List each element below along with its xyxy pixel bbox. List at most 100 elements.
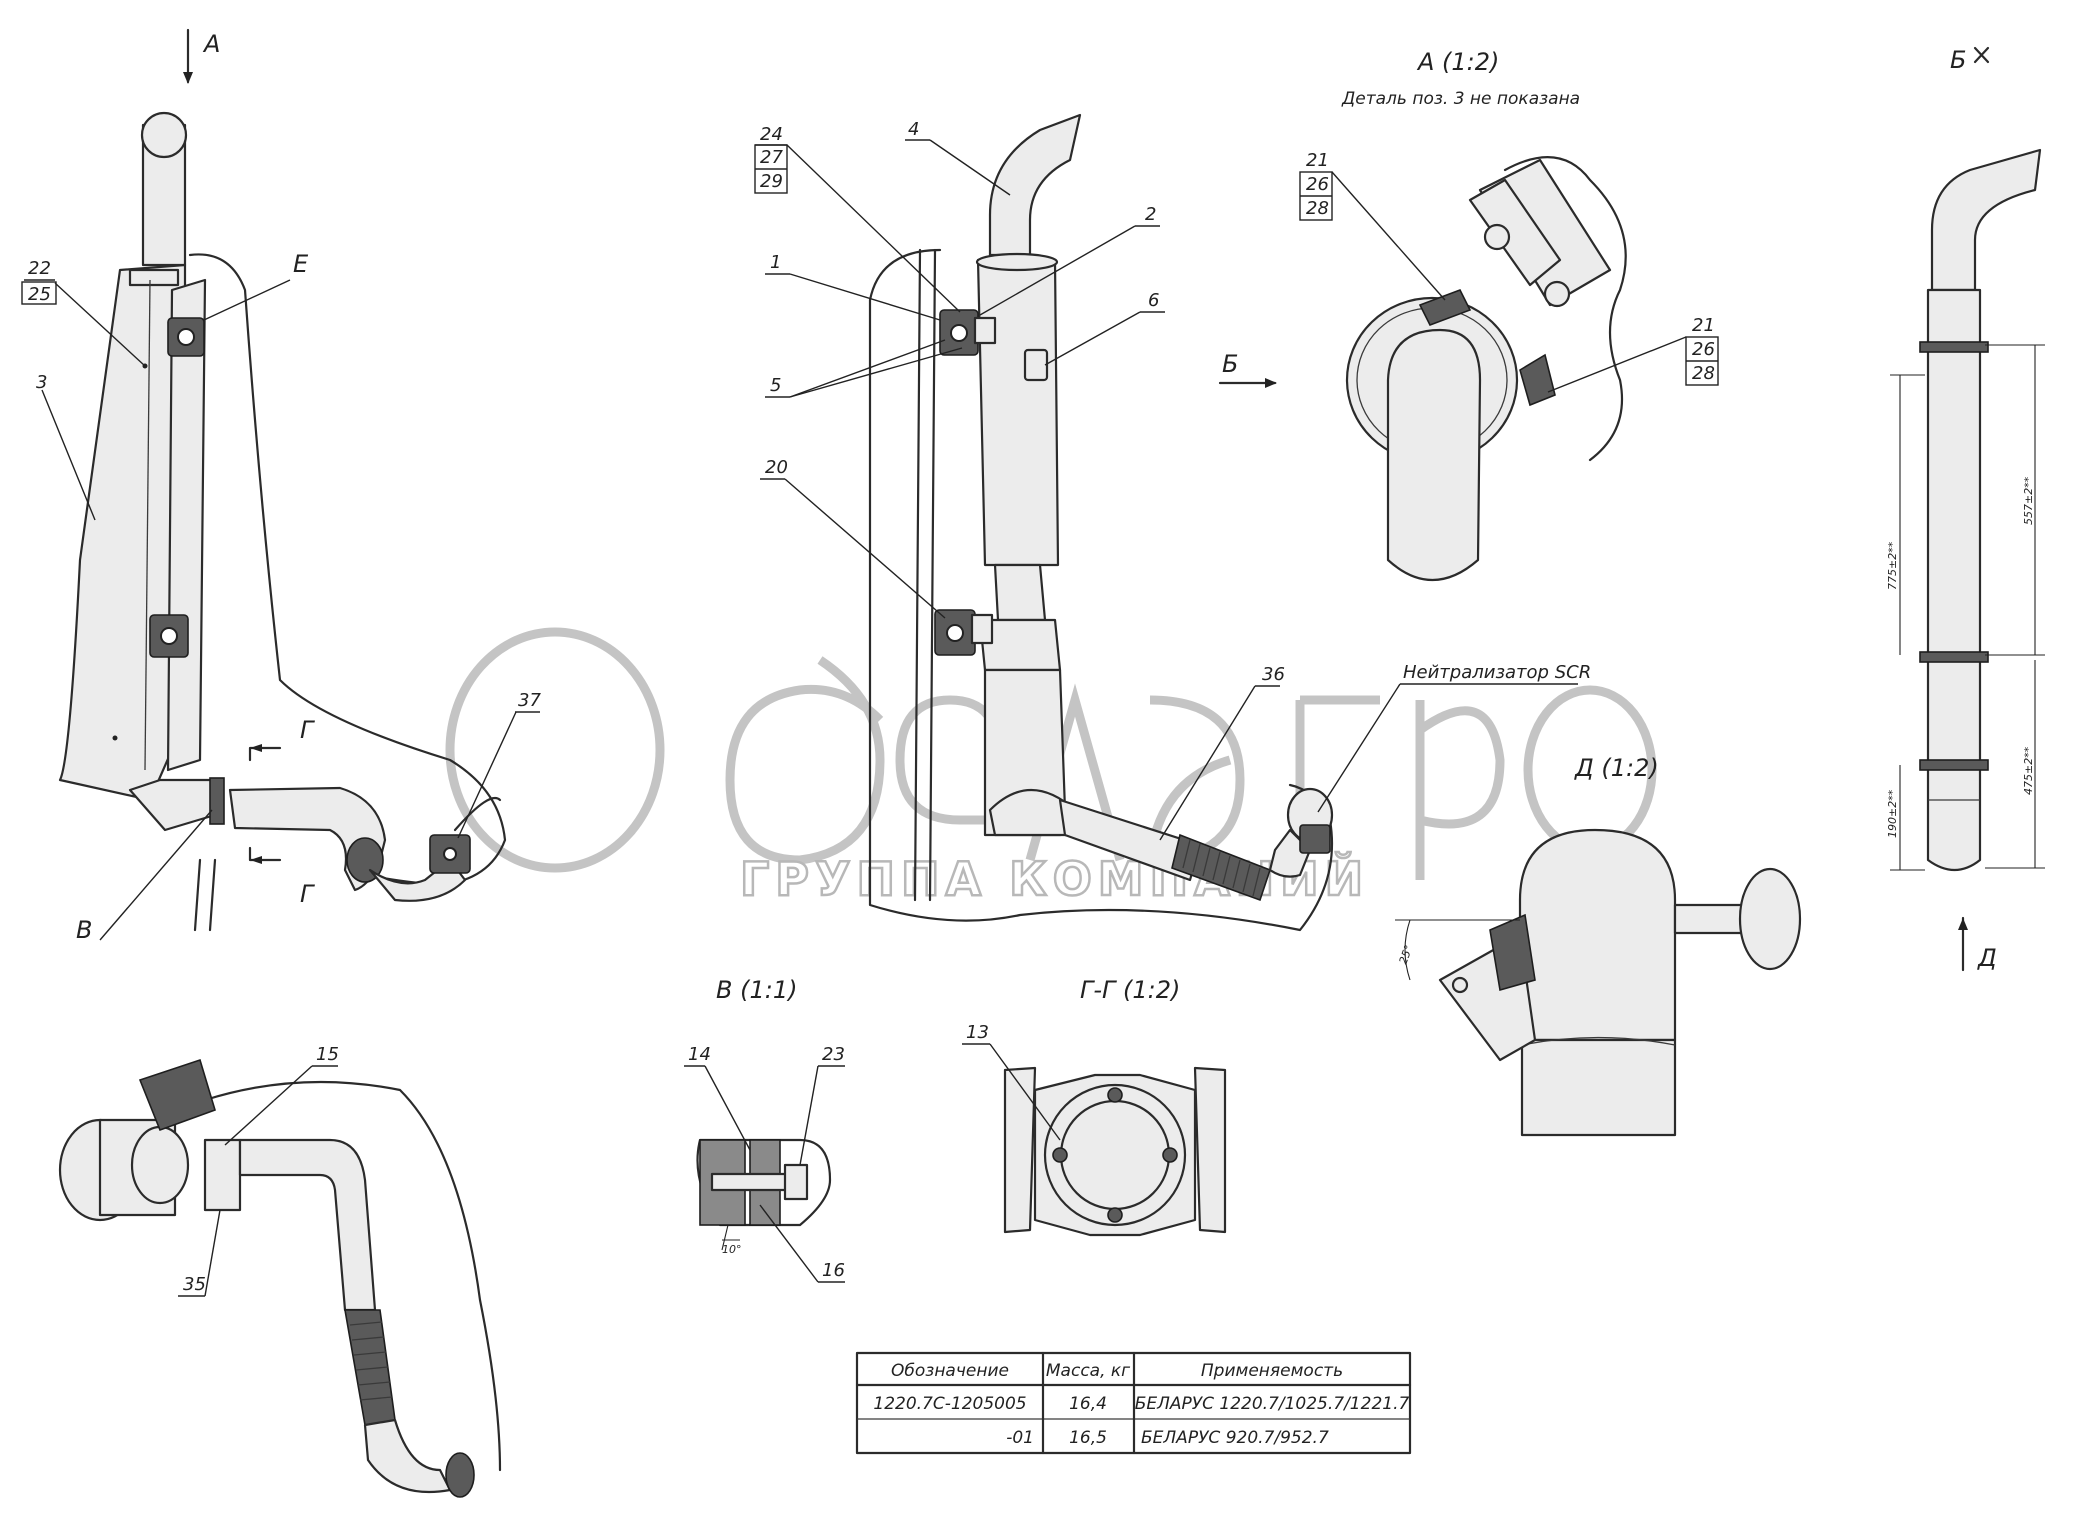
gg-bolt-right xyxy=(1162,1147,1178,1163)
specification-table: Обозначение Масса, кг Применяемость 1220… xyxy=(855,1351,1412,1455)
callout-2: 2 xyxy=(1145,204,1156,225)
callout-20: 20 xyxy=(765,457,788,478)
d-pipe-end xyxy=(1738,867,1802,971)
shell-tab xyxy=(1023,348,1049,382)
lower-clamp xyxy=(149,614,189,658)
callout-14: 14 xyxy=(688,1044,711,1065)
table-row-2-applicability: БЕЛАРУС 920.7/952.7 xyxy=(1141,1428,1329,1448)
view-b-detail: Б 557±2** 775±2** 475±2** 190±2** Д xyxy=(1886,46,2045,972)
cab-outline xyxy=(868,248,1334,932)
bent-pipe xyxy=(1058,798,1202,882)
upper-clamp xyxy=(939,309,997,356)
view-d-arrow-label: Д xyxy=(1977,944,1997,972)
callout-4: 4 xyxy=(908,119,919,140)
lower-pipe xyxy=(993,563,1047,622)
table-row-2-designation: -01 xyxy=(1006,1428,1034,1448)
body-seam xyxy=(144,279,151,771)
section-g-bottom-mark xyxy=(248,846,282,862)
outlet-elbow xyxy=(363,1418,452,1494)
view-b-rotate-mark xyxy=(1973,46,1990,64)
table-row-1-designation: 1220.7С-1205005 xyxy=(873,1394,1026,1414)
view-b-title: Б xyxy=(1950,46,1966,74)
rivet xyxy=(112,735,118,741)
dim-475: 475±2** xyxy=(2022,746,2035,795)
clamp-37 xyxy=(429,834,471,874)
detail-v-label: В xyxy=(76,916,92,944)
dim-10: 10° xyxy=(722,1243,742,1256)
scr-label: Нейтрализатор SCR xyxy=(1403,662,1591,683)
view-gg-title: Г-Г (1:2) xyxy=(1080,976,1180,1004)
connector-15 xyxy=(203,1138,242,1212)
dim-25: 25° xyxy=(1397,943,1416,966)
section-g-bottom-label: Г xyxy=(300,880,315,908)
bracket-flange xyxy=(1468,178,1562,287)
muffler-collar xyxy=(128,268,180,287)
callout-29: 29 xyxy=(760,171,783,192)
table-row-1-applicability: БЕЛАРУС 1220.7/1025.7/1221.7 xyxy=(1135,1394,1410,1414)
muffler-side-b xyxy=(1926,288,1982,872)
d-muffler-top xyxy=(1518,828,1677,1042)
view-a-arrowhead xyxy=(183,72,193,84)
view-b-arrow-label: Б xyxy=(1222,350,1238,378)
clamp-b2 xyxy=(1919,651,1989,663)
view-v-detail: В (1:1) 10° 14 23 16 xyxy=(684,976,845,1283)
callout-24: 24 xyxy=(760,124,783,145)
table-header-mass: Масса, кг xyxy=(1046,1361,1130,1381)
callout-25: 25 xyxy=(28,284,51,305)
detail-e-label: Е xyxy=(293,250,309,278)
gg-bolt-bottom xyxy=(1107,1207,1123,1223)
flange xyxy=(209,777,225,825)
muffler-body xyxy=(58,263,187,802)
gg-plate-right xyxy=(1193,1066,1227,1234)
table-header-designation: Обозначение xyxy=(891,1361,1009,1381)
cab-edge xyxy=(1503,156,1627,462)
clamp-bolt-side xyxy=(1519,353,1556,407)
gg-bore xyxy=(1059,1099,1171,1211)
callout-28a: 28 xyxy=(1306,198,1329,219)
table-header-applicability: Применяемость xyxy=(1201,1361,1343,1381)
callout-35: 35 xyxy=(183,1274,206,1295)
callout-23: 23 xyxy=(822,1044,845,1065)
flange-ring xyxy=(130,1125,190,1205)
callout-21a: 21 xyxy=(1306,150,1329,171)
view-a-arrow-label: А xyxy=(202,30,220,58)
section-g-top-label: Г xyxy=(300,716,315,744)
d-muffler-body xyxy=(1520,1038,1677,1137)
view-a-detail: А (1:2) Деталь поз. 3 не показана Б 21 2… xyxy=(1218,48,1719,581)
callout-26b: 26 xyxy=(1692,339,1715,360)
outlet-pipe-b xyxy=(1930,148,2042,292)
callout-15: 15 xyxy=(316,1044,339,1065)
upper-clamp xyxy=(167,317,205,357)
table-row-2-mass: 16,5 xyxy=(1069,1428,1107,1448)
outline xyxy=(203,1080,502,1472)
callout-28b: 28 xyxy=(1692,363,1715,384)
scr-neck xyxy=(453,797,502,832)
callout-16: 16 xyxy=(822,1260,845,1281)
pipe-outlet xyxy=(140,111,188,159)
muffler-shell xyxy=(976,258,1060,567)
bent-pipe xyxy=(238,1138,377,1312)
callout-6: 6 xyxy=(1148,290,1159,311)
dim-190: 190±2** xyxy=(1886,789,1899,838)
callout-21b: 21 xyxy=(1692,315,1715,336)
callout-22: 22 xyxy=(28,258,51,279)
lower-clamp xyxy=(934,609,994,656)
dim-25-angle xyxy=(1395,919,1520,981)
section-g-top-mark xyxy=(248,746,282,762)
view-gg-detail: Г-Г (1:2) 13 xyxy=(962,976,1227,1237)
clamp-bolt-top xyxy=(1418,288,1472,327)
gg-bolt-top xyxy=(1107,1087,1123,1103)
dim-557: 557±2** xyxy=(2022,476,2035,525)
gg-bolt-left xyxy=(1052,1147,1068,1163)
callout-3: 3 xyxy=(36,372,47,393)
exhaust-outlet-pipe xyxy=(988,113,1082,257)
main-view-center: 24 27 29 4 2 1 6 5 20 36 Нейтрализатор S… xyxy=(754,113,1591,932)
callout-26a: 26 xyxy=(1306,174,1329,195)
view-d-title: Д (1:2) xyxy=(1574,754,1659,782)
callout-5: 5 xyxy=(770,375,781,396)
callout-27: 27 xyxy=(760,147,783,168)
callout-13: 13 xyxy=(966,1022,989,1043)
view-a-note: Деталь поз. 3 не показана xyxy=(1341,89,1580,109)
callout-37: 37 xyxy=(518,690,541,711)
